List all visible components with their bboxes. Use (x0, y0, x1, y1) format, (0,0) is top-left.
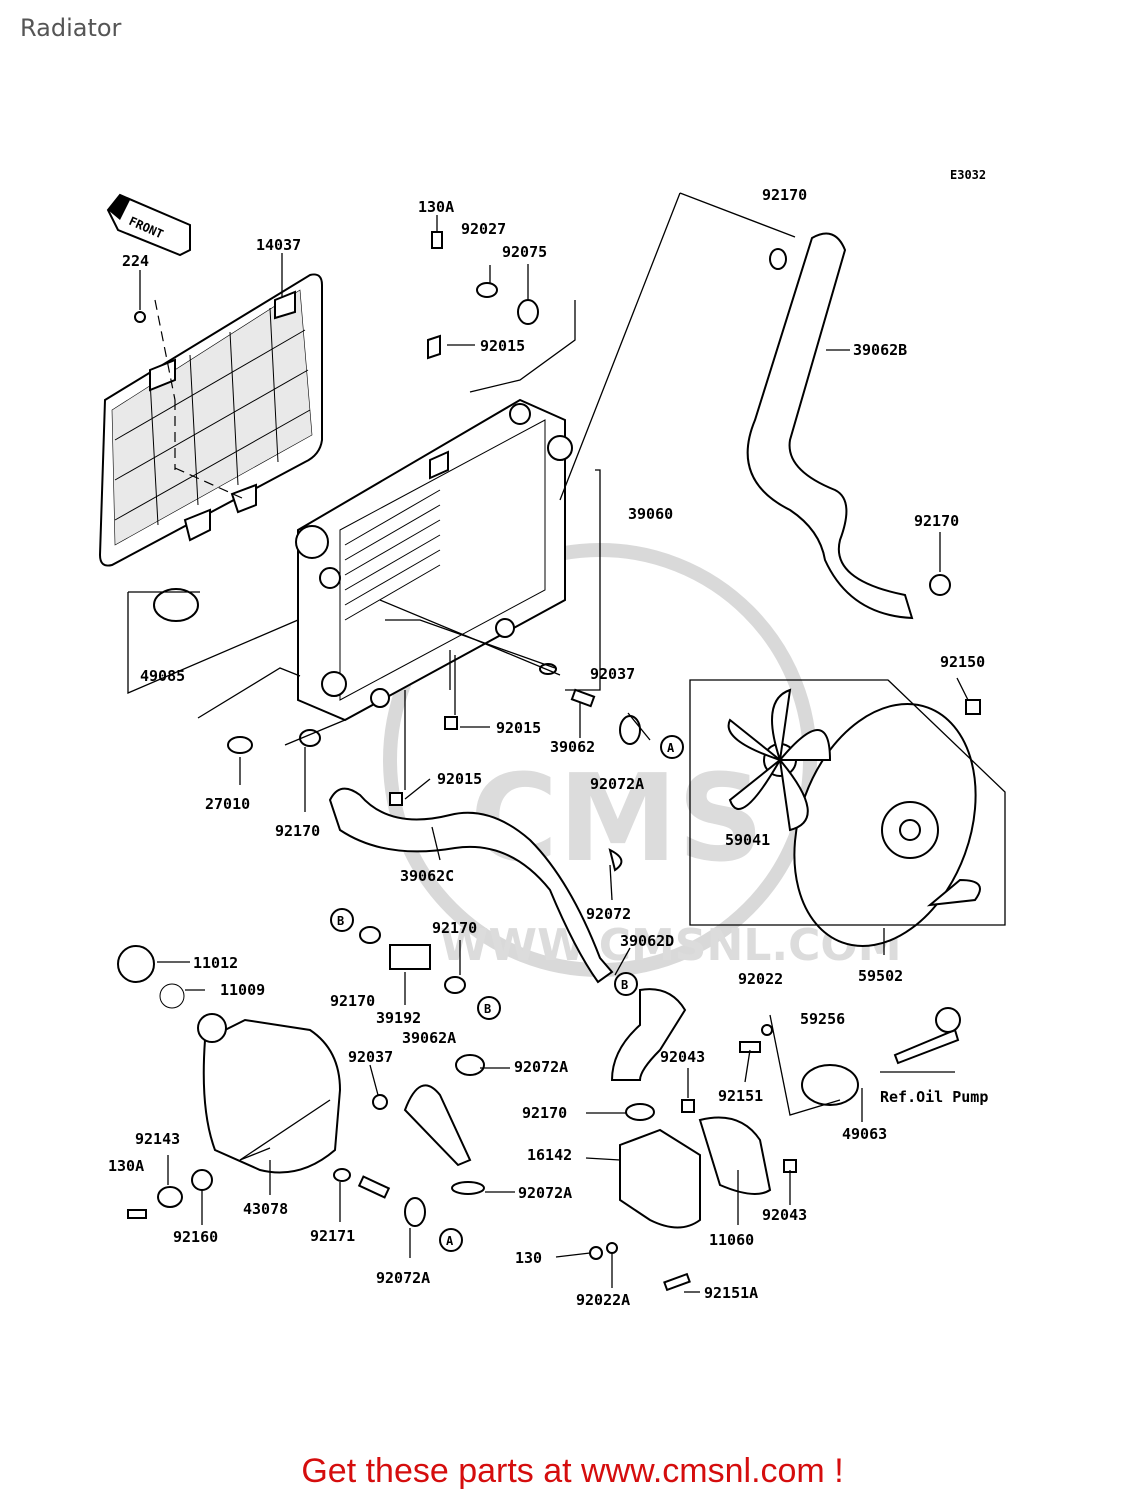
part-label: 59502 (858, 967, 903, 985)
part-label: 92170 (330, 992, 375, 1010)
front-arrow-icon: FRONT (106, 193, 191, 257)
connection-markers: A A B B B (330, 735, 684, 1252)
fan-blade-59041 (727, 688, 832, 832)
part-label: 130A (108, 1157, 144, 1175)
part-label: 92015 (496, 719, 541, 737)
leader-lines (127, 192, 1006, 1293)
part-label: 39062D (620, 932, 674, 950)
part-label: 92170 (522, 1104, 567, 1122)
part-label: 92015 (437, 770, 482, 788)
part-label: 27010 (205, 795, 250, 813)
part-label: 92043 (660, 1048, 705, 1066)
marker-b-2: B (484, 1002, 491, 1016)
fan-shroud (793, 702, 981, 948)
part-label: 59041 (725, 831, 770, 849)
hose-39062b (746, 232, 914, 620)
small-hardware (127, 231, 981, 1292)
part-label: 92043 (762, 1206, 807, 1224)
page-title: Radiator (20, 14, 122, 42)
part-label: 92151 (718, 1087, 763, 1105)
part-label: 39060 (628, 505, 673, 523)
part-label: 92072 (586, 905, 631, 923)
radiator-core (295, 398, 573, 722)
reservoir-tank (117, 945, 342, 1174)
part-label: 92015 (480, 337, 525, 355)
part-label: 92027 (461, 220, 506, 238)
part-label: 59256 (800, 1010, 845, 1028)
part-label: 92072A (518, 1184, 572, 1202)
part-label: 92150 (940, 653, 985, 671)
part-label: 11012 (193, 954, 238, 972)
radiator-screen (98, 273, 323, 567)
part-label: 11009 (220, 981, 265, 999)
part-label: 92160 (173, 1228, 218, 1246)
part-label: 92022A (576, 1291, 630, 1309)
marker-a-circle (660, 735, 684, 759)
part-label: 43078 (243, 1200, 288, 1218)
ref-oil-pump-label: Ref.Oil Pump (880, 1088, 988, 1106)
part-label: 130 (515, 1249, 542, 1267)
part-label: 39062A (402, 1029, 456, 1047)
part-label: 92072A (514, 1058, 568, 1076)
part-label: 92170 (432, 919, 477, 937)
part-label: 39062B (853, 341, 907, 359)
part-label: 39062 (550, 738, 595, 756)
part-label: 92170 (914, 512, 959, 530)
part-label: 92171 (310, 1227, 355, 1245)
part-label: 92170 (275, 822, 320, 840)
part-label: 224 (122, 252, 149, 270)
part-label: 92072A (590, 775, 644, 793)
part-label: 92143 (135, 1130, 180, 1148)
part-label: 92170 (762, 186, 807, 204)
part-label: 16142 (527, 1146, 572, 1164)
marker-a-2: A (446, 1234, 454, 1248)
water-pump-body (619, 1007, 961, 1229)
marker-b-3: B (621, 978, 628, 992)
marker-a-1: A (667, 741, 675, 755)
part-labels: E3032 224 14037 130A 92027 92075 92015 9… (108, 168, 988, 1309)
marker-b-1: B (337, 914, 344, 928)
footer-link[interactable]: Get these parts at www.cmsnl.com ! (301, 1452, 844, 1490)
part-label: 49085 (140, 667, 185, 685)
part-label: 92037 (348, 1048, 393, 1066)
part-label: 39192 (376, 1009, 421, 1027)
part-label: 92075 (502, 243, 547, 261)
part-label: 11060 (709, 1231, 754, 1249)
part-label: 14037 (256, 236, 301, 254)
part-label: 49063 (842, 1125, 887, 1143)
part-label: 92037 (590, 665, 635, 683)
part-label: 92022 (738, 970, 783, 988)
part-label: 130A (418, 198, 454, 216)
hose-39062d (610, 988, 687, 1081)
hose-39062c (328, 787, 614, 984)
part-label: 39062C (400, 867, 454, 885)
part-label: 92151A (704, 1284, 758, 1302)
diagram-code: E3032 (950, 168, 986, 182)
part-label: 92072A (376, 1269, 430, 1287)
